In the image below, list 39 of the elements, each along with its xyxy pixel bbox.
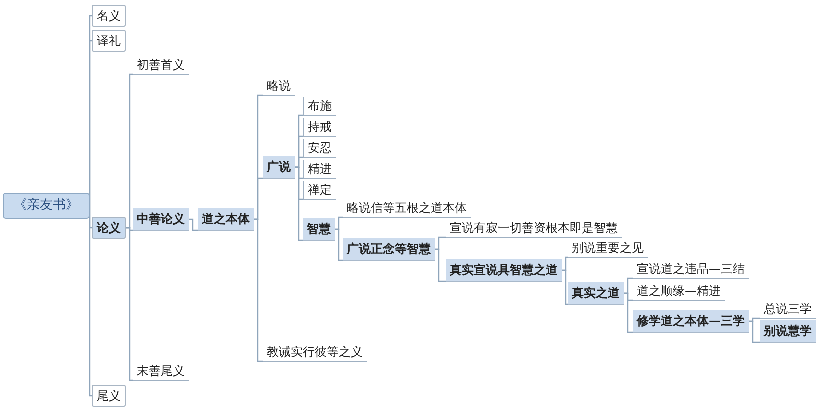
topic-label: 略说 [263,77,295,96]
topic-box: 道之本体 [198,208,254,231]
connector-line [335,228,343,262]
topic-label: 禅定 [303,181,336,200]
topic-box: 中善论义 [133,208,189,231]
topic-label: 末善尾义 [133,362,189,381]
topic-box: 广说正念等智慧 [343,238,435,261]
topic-label: 略说信等五根之道本体 [343,199,471,218]
topic-label: 道之顺缘—精进 [633,282,725,301]
topic-label: 教诫实行彼等之义 [263,343,367,362]
topic-box: 译礼 [92,30,126,52]
topic-label: 精进 [303,160,336,179]
connector-line [189,218,198,232]
topic-box: 尾义 [92,385,126,407]
connector-line [749,320,760,344]
topic-label: 宣说有寂一切善资根本即是智慧 [446,219,622,238]
topic-box: 修学道之本体—三学 [633,310,749,333]
topic-label: 安忍 [303,139,336,158]
topic-box: 别说慧学 [760,320,816,343]
topic-label: 总说三学 [760,300,816,319]
connector-line [126,227,133,382]
topic-box: 名义 [92,5,126,27]
topic-label: 持戒 [303,118,336,137]
topic-box: 智慧 [303,218,335,241]
topic-box: 真实之道 [568,282,624,305]
connector-line [254,218,263,362]
connector-line [89,205,92,397]
topic-box: 真实宣说具智慧之道 [446,259,562,282]
topic-label: 别说重要之见 [568,239,648,258]
connector-line [295,166,303,242]
root-topic-box: 《亲友书》 [3,193,90,219]
connector-line [435,248,446,282]
connector-line [562,270,568,306]
topic-box: 论义 [92,217,126,239]
topic-label: 布施 [303,97,336,116]
topic-label: 宣说道之违品—三结 [633,260,749,279]
topic-label: 初善首义 [133,56,189,75]
connector-line [624,292,633,334]
topic-box: 广说 [263,156,295,179]
